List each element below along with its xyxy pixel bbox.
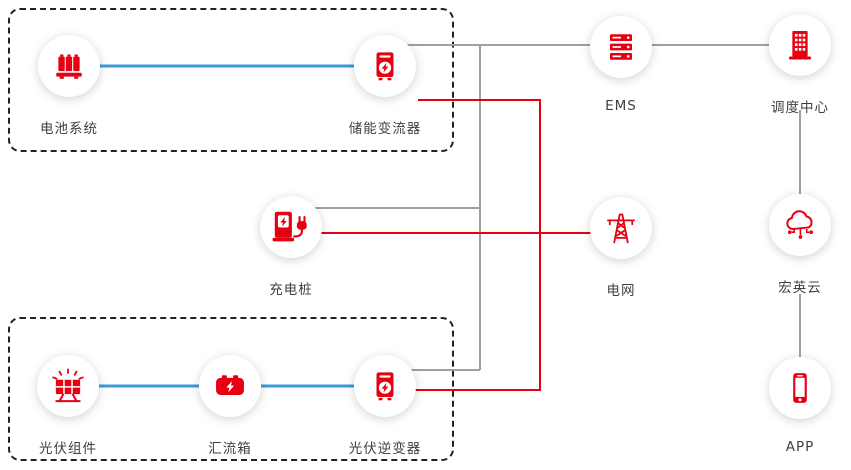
node-label: 充电桩: [269, 282, 313, 298]
node-label: 汇流箱: [208, 441, 252, 457]
node-circle: [38, 35, 100, 97]
node-circle: [354, 35, 416, 97]
node-combiner-box: 汇流箱: [180, 355, 280, 457]
node-circle: [590, 197, 652, 259]
building-icon: [788, 30, 812, 60]
ev-charger-icon: [272, 211, 307, 242]
node-label: 光伏逆变器: [348, 441, 422, 457]
node-circle: [199, 355, 261, 417]
storage-converter-icon: [376, 52, 394, 81]
node-label: APP: [785, 439, 815, 455]
server-icon: [609, 34, 633, 60]
node-pv-inverter: 光伏逆变器: [335, 355, 435, 457]
node-label: 光伏组件: [39, 441, 97, 457]
node-cloud: 宏英云: [750, 194, 850, 296]
node-circle: [37, 355, 99, 417]
node-grid: 电网: [571, 197, 671, 299]
pv-inverter-icon: [376, 372, 394, 401]
node-pv-module: 光伏组件: [18, 355, 118, 457]
node-label: 调度中心: [771, 100, 829, 116]
node-label: EMS: [605, 98, 637, 114]
node-circle: [769, 357, 831, 419]
node-circle: [260, 196, 322, 258]
transmission-tower-icon: [607, 213, 635, 244]
node-label: 电网: [606, 283, 636, 299]
battery-cabinet-icon: [56, 54, 82, 79]
combiner-box-icon: [216, 375, 244, 395]
storage-system-group-box: [8, 8, 454, 152]
node-dispatch-center: 调度中心: [750, 14, 850, 116]
node-circle: [590, 16, 652, 78]
node-circle: [769, 194, 831, 256]
node-label: 电池系统: [40, 121, 98, 137]
node-ems: EMS: [571, 16, 671, 114]
node-circle: [354, 355, 416, 417]
solar-panel-icon: [52, 368, 84, 403]
node-label: 宏英云: [778, 280, 822, 296]
smartphone-icon: [793, 373, 807, 403]
node-circle: [769, 14, 831, 76]
node-app: APP: [750, 357, 850, 455]
node-storage-converter: 储能变流器: [335, 35, 435, 137]
node-charging-pile: 充电桩: [241, 196, 341, 298]
cloud-icon: [786, 210, 813, 239]
node-label: 储能变流器: [348, 121, 422, 137]
node-battery-system: 电池系统: [19, 35, 119, 137]
